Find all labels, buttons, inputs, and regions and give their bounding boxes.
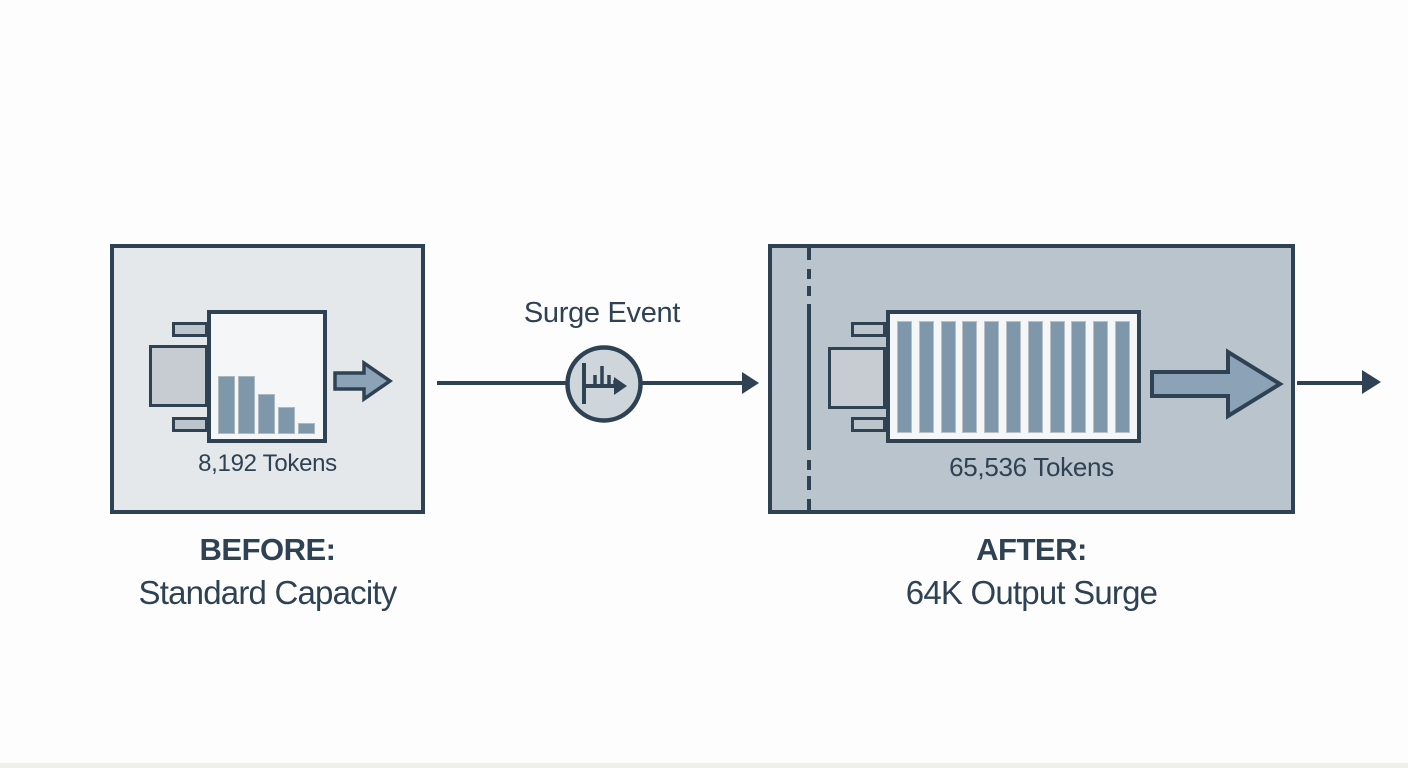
bar <box>897 320 912 433</box>
expanded-output-card <box>886 310 1141 443</box>
before-tokens-label: 8,192 Tokens <box>198 450 337 477</box>
flow-arrowhead-icon <box>742 372 759 394</box>
exit-arrowhead-icon <box>1362 370 1381 394</box>
bar <box>940 320 956 433</box>
after-caption-subtitle: 64K Output Surge <box>905 574 1158 611</box>
after-panel: 65,536 Tokens <box>768 244 1295 514</box>
connector-tab-icon <box>851 417 886 432</box>
after-caption-title: AFTER: <box>976 532 1087 567</box>
bar <box>1114 320 1130 433</box>
before-caption-title: BEFORE: <box>199 532 337 567</box>
bar <box>278 407 295 434</box>
connector-tab-icon <box>172 322 208 337</box>
input-block-icon <box>149 345 208 407</box>
after-tokens-label: 65,536 Tokens <box>949 452 1114 482</box>
full-capacity-bars-icon <box>897 314 1130 439</box>
bar <box>1049 320 1065 433</box>
bar <box>984 320 1000 433</box>
flow-line <box>437 381 567 385</box>
dashed-boundary-line <box>807 248 811 510</box>
bar <box>1093 320 1109 433</box>
bar <box>962 320 978 433</box>
bar <box>1005 320 1021 433</box>
before-caption: BEFORE: Standard Capacity <box>110 530 425 615</box>
output-card <box>207 310 327 443</box>
flow-line <box>1297 381 1365 385</box>
declining-bars-icon <box>218 376 316 434</box>
bar <box>258 394 275 434</box>
connector-tab-icon <box>851 322 886 337</box>
bar <box>298 423 315 434</box>
surge-event-icon <box>565 345 643 423</box>
bottom-divider <box>0 763 1408 768</box>
bar <box>1071 320 1087 433</box>
before-panel: 8,192 Tokens <box>110 244 425 514</box>
output-arrow-icon <box>333 360 393 403</box>
bar <box>918 320 934 433</box>
surge-event-label: Surge Event <box>523 297 681 329</box>
bar <box>1027 320 1043 433</box>
bar <box>238 376 255 434</box>
connector-tab-icon <box>172 417 208 432</box>
surge-output-arrow-icon <box>1150 348 1284 420</box>
bar <box>218 376 235 434</box>
flow-line <box>641 381 744 385</box>
before-caption-subtitle: Standard Capacity <box>138 574 398 611</box>
after-caption: AFTER: 64K Output Surge <box>768 530 1295 615</box>
input-block-icon <box>828 347 886 409</box>
